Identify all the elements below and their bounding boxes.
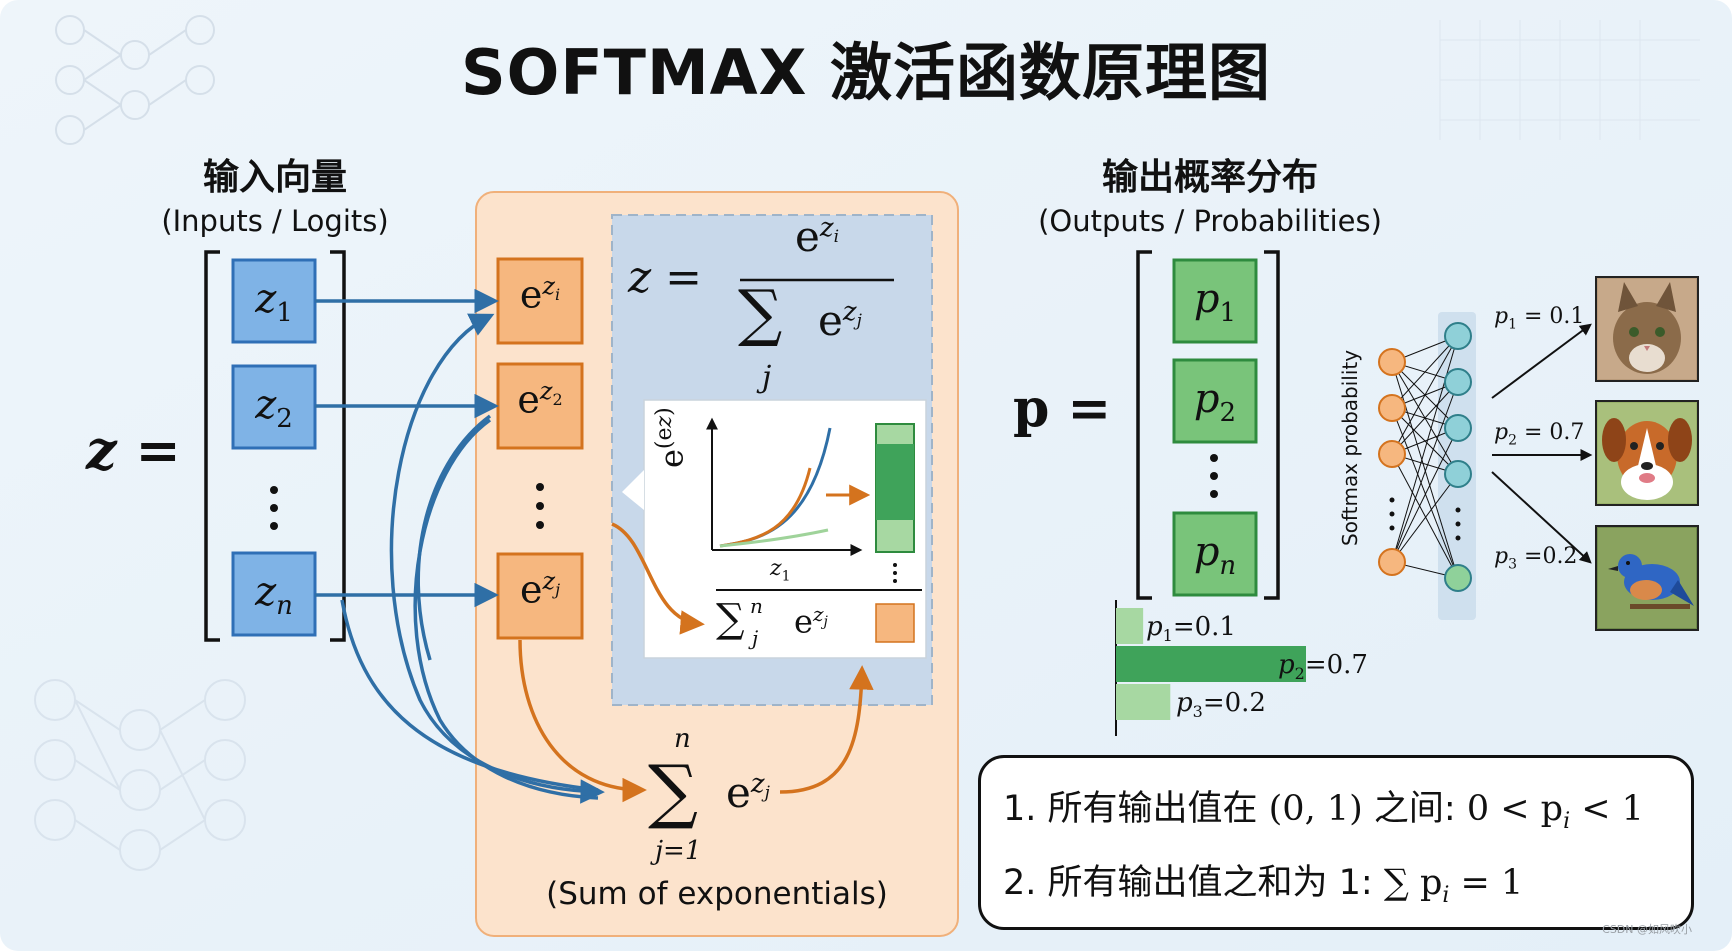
orange-arrows xyxy=(518,522,874,803)
output-vector-label: p = xyxy=(1013,378,1112,439)
formula-sum-index: j xyxy=(762,360,772,395)
output-box-n xyxy=(1172,511,1258,597)
network-ellipsis-dot xyxy=(1455,507,1461,513)
input-ellipsis xyxy=(270,486,278,530)
output-ellipsis xyxy=(1210,454,1218,498)
network-edge xyxy=(1391,381,1459,455)
network-ellipsis-dot xyxy=(1455,521,1461,527)
output-label-2: p2 xyxy=(1193,376,1237,428)
exp-label-2: ez2 xyxy=(517,377,563,422)
network-edge xyxy=(1391,335,1459,455)
property-2: 2. 所有输出值之和为 1: ∑ pi = 1 xyxy=(1003,863,1524,908)
decorative-grid xyxy=(1439,20,1700,140)
dog-photo-icon xyxy=(1595,400,1699,506)
network-edge xyxy=(1391,361,1459,579)
inputs-heading-en: (Inputs / Logits) xyxy=(161,204,389,238)
sum-lower: j=1 xyxy=(655,836,702,866)
output-box-1 xyxy=(1172,258,1258,344)
sum-term: ezj xyxy=(726,768,770,817)
network-edge xyxy=(1391,427,1459,563)
input-box-1 xyxy=(231,258,317,344)
sum-caption: (Sum of exponentials) xyxy=(546,876,888,912)
output-box-2 xyxy=(1172,358,1258,444)
network-axis-label: Softmax probability xyxy=(1338,349,1362,546)
formula-lhs: z = xyxy=(628,252,703,303)
network-input-node xyxy=(1378,440,1406,468)
network-output-node xyxy=(1444,414,1472,442)
formula-denominator: ezj xyxy=(818,296,862,345)
inputs-heading: 输入向量 (Inputs / Logits) xyxy=(110,148,440,238)
exp-label-j: ezj xyxy=(519,567,561,612)
input-vector-label: z = xyxy=(86,418,181,482)
sum-upper: n xyxy=(674,724,691,754)
inset-pointer xyxy=(622,470,644,510)
outputs-heading-en: (Outputs / Probabilities) xyxy=(1038,204,1382,238)
inset-sum-upper: n xyxy=(750,594,763,618)
network-input-node xyxy=(1378,394,1406,422)
bar-label-1: p1=0.1 xyxy=(1146,612,1236,646)
outputs-heading: 输出概率分布 (Outputs / Probabilities) xyxy=(1000,148,1420,238)
inset-sum-lower: j xyxy=(752,626,759,650)
inset-xlabel: z1 xyxy=(770,556,791,585)
inset-mini-chart xyxy=(706,417,922,643)
network-input-node xyxy=(1378,548,1406,576)
input-bracket xyxy=(204,250,346,642)
network-output-node xyxy=(1444,564,1472,592)
property-1: 1. 所有输出值在 (0, 1) 之间: 0 < pi < 1 xyxy=(1003,789,1644,834)
inputs-heading-cn: 输入向量 xyxy=(202,157,347,198)
input-label-1: z1 xyxy=(255,276,293,328)
network-output-node xyxy=(1444,322,1472,350)
network-ellipsis-dot xyxy=(1389,525,1395,531)
watermark: CSDN @如风吹小 xyxy=(1602,923,1692,936)
output-label-n: pn xyxy=(1193,529,1237,581)
decorative-network-bottomleft xyxy=(34,679,246,871)
output-label-1: p1 xyxy=(1193,276,1237,328)
softmax-network xyxy=(1378,312,1593,620)
sum-symbol: ∑ xyxy=(648,750,698,832)
inset-sum: ∑ xyxy=(716,596,745,642)
inset-den: ezj xyxy=(794,602,828,641)
network-edge xyxy=(1391,381,1459,563)
network-ellipsis-dot xyxy=(1389,511,1395,517)
network-ellipsis-dot xyxy=(1455,535,1461,541)
formula-sum-symbol: ∑ xyxy=(738,276,783,349)
network-ellipsis-dot xyxy=(1389,497,1395,503)
network-edge xyxy=(1391,335,1459,409)
properties-note: 1. 所有输出值在 (0, 1) 之间: 0 < pi < 1 2. 所有输出值… xyxy=(978,755,1694,930)
bird-photo-icon xyxy=(1595,525,1699,631)
network-input-node xyxy=(1378,348,1406,376)
probability-bar-2 xyxy=(1116,646,1306,682)
input-to-exp-arrows xyxy=(315,288,499,608)
page-title: SOFTMAX 激活函数原理图 xyxy=(460,36,1272,109)
network-edge xyxy=(1391,407,1459,579)
network-output-node xyxy=(1444,460,1472,488)
network-output-label-1: p1 = 0.1 xyxy=(1494,304,1585,333)
output-bracket xyxy=(1136,250,1280,600)
probability-bar-chart xyxy=(1115,600,1306,736)
bar-label-3: p3=0.2 xyxy=(1176,688,1266,722)
curved-blue-arrows xyxy=(340,313,605,804)
input-label-n: zn xyxy=(255,569,293,621)
probability-bar-3 xyxy=(1116,684,1171,720)
network-output-label-3: p3 =0.2 xyxy=(1494,544,1578,573)
network-output-node xyxy=(1444,368,1472,396)
probability-bar-1 xyxy=(1116,608,1144,644)
decorative-network-topleft xyxy=(55,15,215,145)
formula-numerator: ezi xyxy=(795,212,839,261)
network-output-label-2: p2 = 0.7 xyxy=(1494,420,1585,449)
network-edge xyxy=(1391,473,1459,563)
cat-photo-icon xyxy=(1595,276,1699,382)
outputs-heading-cn: 输出概率分布 xyxy=(1101,157,1318,198)
exp-label-i: ezi xyxy=(519,272,561,317)
input-label-2: z2 xyxy=(255,382,293,434)
bar-label-2: p2=0.7 xyxy=(1278,650,1368,684)
network-edge xyxy=(1391,453,1459,579)
inset-ylabel: e(ez) xyxy=(652,407,691,468)
